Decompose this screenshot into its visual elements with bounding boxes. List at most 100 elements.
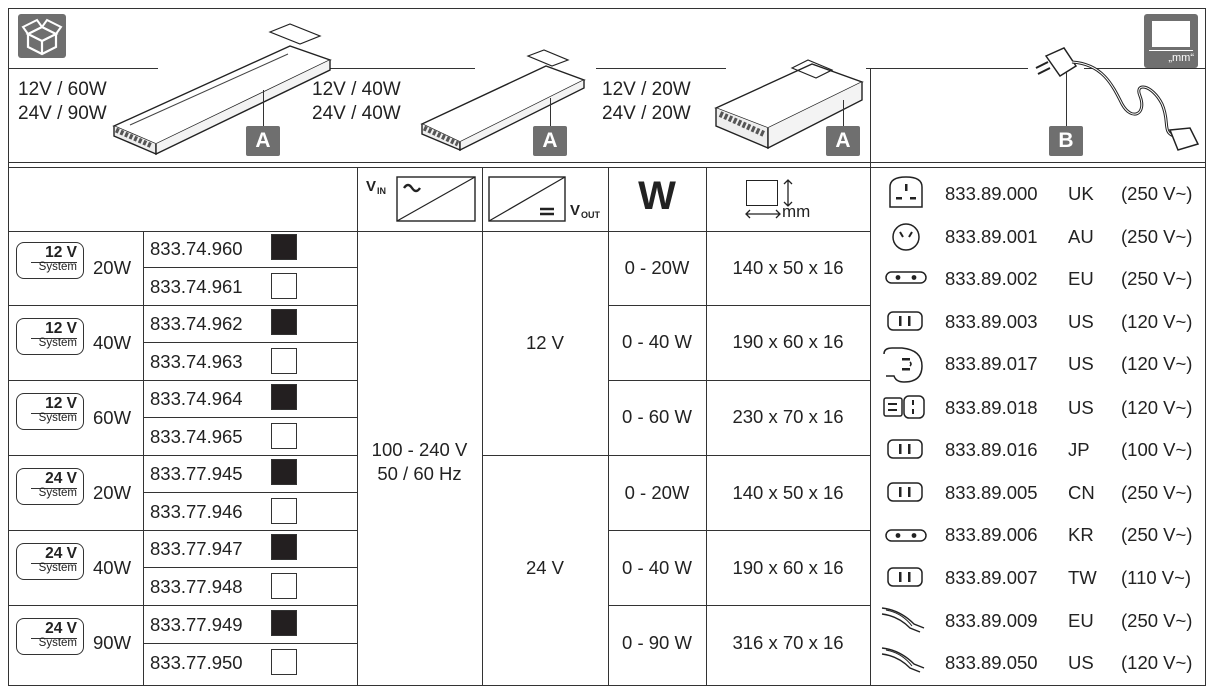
cable-code: 833.89.017	[945, 353, 1038, 374]
badge-a-60w: A	[246, 126, 280, 156]
cable-voltage: (250 V~)	[1121, 183, 1193, 204]
article-code: 833.74.960	[150, 238, 243, 259]
badge-a-40w: A	[533, 126, 567, 156]
vout-header: V OUT	[488, 176, 604, 224]
cable-code: 833.89.016	[945, 439, 1038, 460]
cable-region: JP	[1068, 439, 1090, 460]
article-code: 833.77.948	[150, 576, 243, 597]
cable-code: 833.89.018	[945, 397, 1038, 418]
driver-20w-illustration	[714, 59, 864, 150]
watt-range: 0 - 90 W	[622, 632, 692, 653]
dimensions-header: mm	[740, 176, 840, 222]
cable-region: KR	[1068, 524, 1094, 545]
sheet-frame	[8, 8, 1206, 686]
cable-region: EU	[1068, 268, 1094, 289]
badge-b-cord: B	[1049, 126, 1083, 156]
vin-header: V IN	[364, 176, 476, 224]
article-code: 833.74.962	[150, 313, 243, 334]
article-code: 833.77.947	[150, 538, 243, 559]
black-finish-swatch	[271, 234, 297, 260]
cable-region: US	[1068, 311, 1094, 332]
output-voltage-12v: 12 V	[525, 332, 565, 353]
article-code: 833.74.963	[150, 351, 243, 372]
eu-plug-icon	[885, 271, 927, 284]
cable-region: US	[1068, 652, 1094, 673]
black-finish-swatch	[271, 459, 297, 485]
cable-region: US	[1068, 397, 1094, 418]
article-code: 833.74.961	[150, 276, 243, 297]
cable-voltage: (250 V~)	[1121, 610, 1193, 631]
dimensions: 140 x 50 x 16	[732, 257, 844, 278]
white-finish-swatch	[271, 423, 297, 449]
white-finish-swatch	[271, 573, 297, 599]
cable-region: TW	[1068, 567, 1097, 588]
cable-voltage: (250 V~)	[1121, 524, 1193, 545]
watt-header: W	[638, 174, 676, 218]
product-a3-spec-1: 12V / 20W	[602, 79, 691, 100]
cable-code: 833.89.001	[945, 226, 1038, 247]
article-code: 833.74.964	[150, 388, 243, 409]
cable-region: UK	[1068, 183, 1094, 204]
white-finish-swatch	[271, 348, 297, 374]
group-watt: 90W	[93, 632, 132, 653]
white-finish-swatch	[271, 273, 297, 299]
dimensions: 190 x 60 x 16	[732, 557, 844, 578]
input-frequency: 50 / 60 Hz	[377, 463, 462, 484]
black-finish-swatch	[271, 610, 297, 636]
power-cord-illustration	[1035, 47, 1200, 151]
tw-plug-icon	[887, 567, 923, 587]
dimensions: 190 x 60 x 16	[732, 331, 844, 352]
group-watt: 20W	[93, 257, 132, 278]
cable-code: 833.89.003	[945, 311, 1038, 332]
cable-region: US	[1068, 353, 1094, 374]
driver-40w-illustration	[420, 49, 586, 152]
vout-sub-label: OUT	[581, 210, 600, 220]
product-a3-spec-2: 24V / 20W	[602, 103, 691, 124]
cable-code: 833.89.005	[945, 482, 1038, 503]
black-finish-swatch	[271, 309, 297, 335]
cable-code: 833.89.006	[945, 524, 1038, 545]
product-a1-spec-1: 12V / 60W	[18, 79, 107, 100]
cable-voltage: (110 V~)	[1121, 567, 1192, 588]
cable-code: 833.89.002	[945, 268, 1038, 289]
cable-code: 833.89.009	[945, 610, 1038, 631]
article-code: 833.77.945	[150, 463, 243, 484]
vin-label: V	[366, 178, 377, 195]
mm-dimension-badge: „mm“	[1144, 14, 1198, 68]
dimensions: 230 x 70 x 16	[732, 406, 844, 427]
input-voltage: 100 - 240 V	[371, 439, 468, 460]
badge-a-20w: A	[826, 126, 860, 156]
cable-code: 833.89.007	[945, 567, 1038, 588]
group-watt: 20W	[93, 482, 132, 503]
black-finish-swatch	[271, 384, 297, 410]
article-code: 833.77.949	[150, 614, 243, 635]
article-code: 833.77.946	[150, 501, 243, 522]
us-plug-icon	[887, 311, 923, 331]
cable-voltage: (250 V~)	[1121, 226, 1193, 247]
mm-unit-label: mm	[782, 202, 811, 221]
article-code: 833.74.965	[150, 426, 243, 447]
cn-plug-icon	[887, 482, 923, 502]
package-icon	[18, 14, 66, 58]
white-finish-swatch	[271, 649, 297, 675]
watt-range: 0 - 20W	[624, 257, 690, 278]
black-finish-swatch	[271, 534, 297, 560]
white-finish-swatch	[271, 498, 297, 524]
cable-region: CN	[1068, 482, 1095, 503]
group-watt: 40W	[93, 557, 132, 578]
watt-range: 0 - 60 W	[622, 406, 692, 427]
au-plug-icon	[892, 223, 920, 251]
cable-voltage: (120 V~)	[1121, 397, 1193, 418]
product-a1-spec-2: 24V / 90W	[18, 103, 107, 124]
cable-code: 833.89.050	[945, 652, 1038, 673]
watt-range: 0 - 40 W	[622, 331, 692, 352]
cable-region: AU	[1068, 226, 1094, 247]
bare-wire-icon	[881, 647, 925, 673]
watt-range: 0 - 40 W	[622, 557, 692, 578]
cable-voltage: (120 V~)	[1121, 652, 1193, 673]
us-side-plug-icon	[883, 395, 925, 419]
